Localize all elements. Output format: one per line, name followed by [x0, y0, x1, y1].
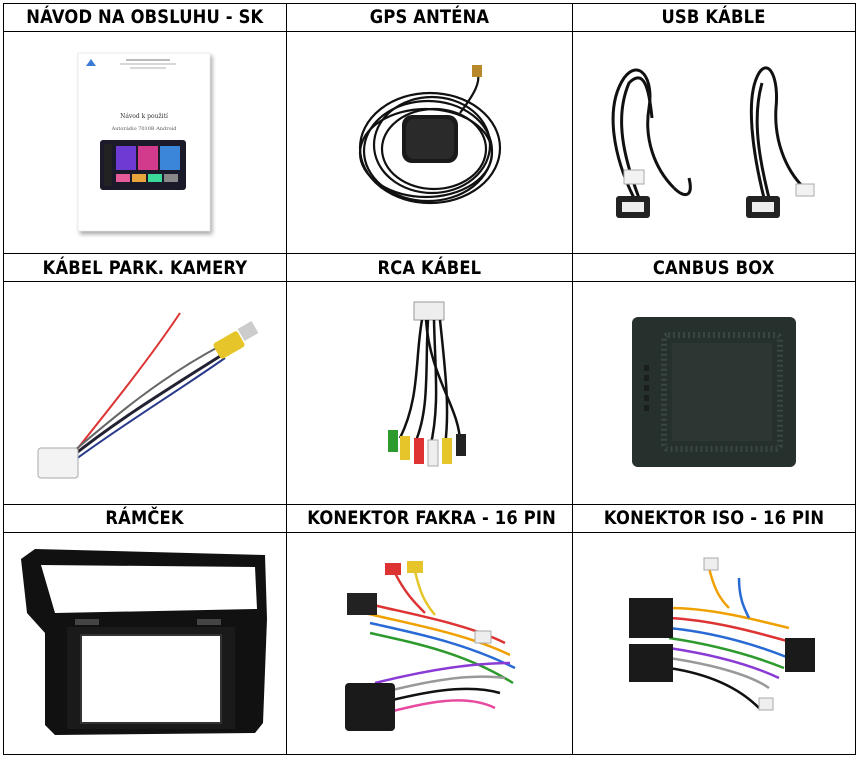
frame-cell — [3, 531, 287, 756]
header-row-3: RÁMČEK KONEKTOR FAKRA - 16 PIN KONEKTOR … — [3, 503, 856, 533]
rca-cable-image — [387, 301, 466, 467]
frame-image — [21, 549, 267, 736]
image-row-1: Návod k použití Autorádio 7010B Android — [3, 30, 856, 255]
header-camera: KÁBEL PARK. KAMERY — [3, 253, 287, 283]
header-fakra: KONEKTOR FAKRA - 16 PIN — [286, 503, 573, 533]
header-rca: RCA KÁBEL — [286, 253, 573, 283]
header-row-1: NÁVOD NA OBSLUHU - SK GPS ANTÉNA USB KÁB… — [3, 3, 856, 32]
header-iso: KONEKTOR ISO - 16 PIN — [572, 503, 856, 533]
header-gps: GPS ANTÉNA — [286, 3, 573, 32]
header-manual: NÁVOD NA OBSLUHU - SK — [3, 3, 287, 32]
usb-cell — [572, 30, 856, 255]
accessories-table: NÁVOD NA OBSLUHU - SK GPS ANTÉNA USB KÁB… — [3, 3, 856, 756]
rca-cell — [286, 281, 573, 505]
header-row-2: KÁBEL PARK. KAMERY RCA KÁBEL CANBUS BOX — [3, 253, 856, 283]
camera-cable-image — [37, 312, 259, 479]
iso-connector-image — [629, 557, 815, 711]
manual-subtitle: Autorádio 7010B Android — [111, 125, 178, 132]
header-usb: USB KÁBLE — [572, 3, 856, 32]
gps-antenna-image — [358, 64, 501, 204]
iso-cell — [572, 531, 856, 756]
image-row-3 — [3, 531, 856, 756]
canbus-box-image — [632, 316, 796, 467]
camera-cell — [3, 281, 287, 505]
usb-cables-image — [611, 66, 815, 218]
manual-document-image: Návod k použití Autorádio 7010B Android — [77, 52, 211, 231]
manual-cell: Návod k použití Autorádio 7010B Android — [3, 30, 287, 255]
manual-title: Návod k použití — [120, 113, 168, 120]
image-row-2 — [3, 281, 856, 505]
fakra-cell — [286, 531, 573, 756]
canbus-cell — [572, 281, 856, 505]
fakra-connector-image — [344, 561, 516, 732]
header-canbus: CANBUS BOX — [572, 253, 856, 283]
gps-cell — [286, 30, 573, 255]
header-frame: RÁMČEK — [3, 503, 287, 533]
